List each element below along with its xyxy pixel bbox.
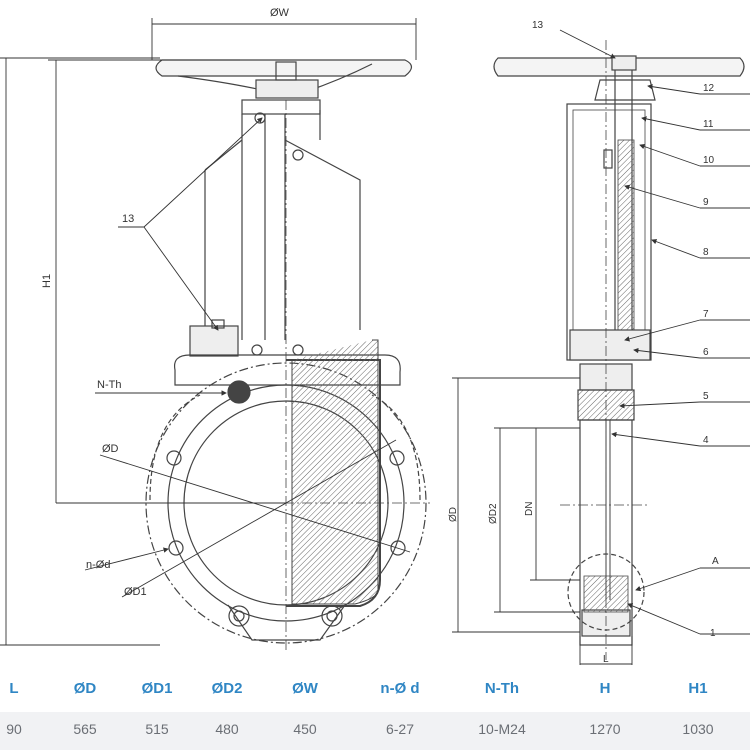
yoke-front — [189, 99, 361, 357]
side-dimensions — [452, 29, 750, 665]
header-od: ØD — [73, 680, 97, 697]
value-l: 90 — [6, 721, 22, 737]
callout-9: 9 — [703, 197, 709, 208]
valve-technical-drawing: ØW H1 13 N-Th ØD n-Ød ØD1 — [0, 7, 750, 665]
spec-value-row: 90 565 515 480 450 6-27 10-M24 1270 1030 — [0, 712, 750, 750]
label-w: ØW — [270, 7, 290, 19]
header-od1: ØD1 — [141, 680, 173, 697]
yoke-side — [566, 103, 652, 361]
value-od: 565 — [73, 721, 97, 737]
callout-1: 1 — [710, 628, 716, 639]
value-nod: 6-27 — [385, 721, 415, 737]
header-h1: H1 — [688, 680, 708, 697]
callout-6: 6 — [703, 347, 709, 358]
header-h: H — [599, 680, 611, 697]
callout-11: 11 — [703, 119, 714, 130]
spec-header-row: L ØD ØD1 ØD2 ØW n-Ø d N-Th H H1 — [0, 668, 750, 712]
label-l: L — [603, 654, 609, 665]
header-l: L — [9, 680, 19, 697]
label-od-front: ØD — [102, 443, 119, 455]
label-dn: DN — [524, 502, 535, 516]
front-labels: ØW H1 13 N-Th ØD n-Ød ØD1 — [41, 7, 290, 598]
callout-4: 4 — [703, 435, 709, 446]
callout-5: 5 — [703, 391, 709, 402]
label-h1: H1 — [41, 274, 53, 288]
callout-10: 10 — [703, 155, 715, 166]
callout-12: 12 — [703, 83, 715, 94]
label-nth: N-Th — [97, 379, 121, 391]
value-nth: 10-M24 — [478, 721, 526, 737]
header-nth: N-Th — [484, 680, 520, 697]
label-a: A — [712, 556, 719, 567]
label-od-side: ØD — [448, 507, 459, 522]
label-nod: n-Ød — [86, 559, 110, 571]
spec-table: L ØD ØD1 ØD2 ØW n-Ø d N-Th H H1 90 565 5… — [0, 668, 750, 750]
callout-8: 8 — [703, 247, 709, 258]
body-side — [560, 40, 650, 660]
value-od1: 515 — [145, 721, 169, 737]
header-ow: ØW — [292, 680, 318, 697]
front-dimensions — [0, 18, 417, 646]
callout-7: 7 — [703, 309, 709, 320]
value-od2: 480 — [215, 721, 239, 737]
label-13-front: 13 — [122, 213, 134, 225]
header-nod: n-Ø d — [380, 680, 420, 697]
handwheel-front — [155, 59, 413, 99]
label-od2: ØD2 — [488, 503, 499, 524]
side-labels: 13 ØD ØD2 DN A L 12 11 10 9 8 7 6 5 4 1 — [448, 20, 719, 665]
header-od2: ØD2 — [211, 680, 243, 697]
value-h1: 1030 — [682, 721, 714, 737]
value-ow: 450 — [293, 721, 317, 737]
label-od1: ØD1 — [124, 586, 147, 598]
label-13-side: 13 — [532, 20, 544, 31]
value-h: 1270 — [589, 721, 621, 737]
side-view — [493, 40, 745, 660]
front-view — [140, 59, 430, 650]
